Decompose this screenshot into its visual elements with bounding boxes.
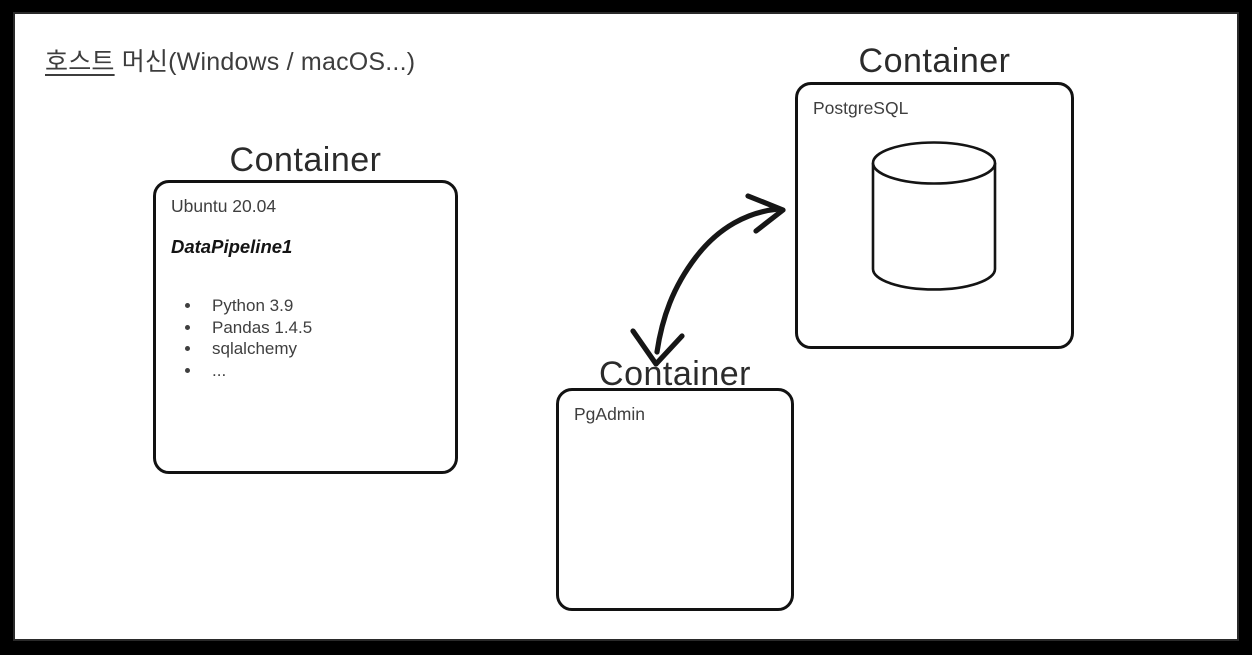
ubuntu-container-box: Ubuntu 20.04 DataPipeline1 Python 3.9 Pa… bbox=[153, 180, 458, 474]
container-title-ubuntu: Container bbox=[229, 141, 382, 179]
list-item: sqlalchemy bbox=[202, 338, 440, 360]
pgadmin-container-box: PgAdmin bbox=[556, 388, 794, 611]
pipeline-name-label: DataPipeline1 bbox=[171, 236, 293, 257]
package-list: Python 3.9 Pandas 1.4.5 sqlalchemy ... bbox=[171, 295, 440, 381]
app-label-postgres: PostgreSQL bbox=[813, 98, 909, 118]
container-title-postgres: Container bbox=[858, 42, 1011, 80]
list-item: Python 3.9 bbox=[202, 295, 440, 317]
host-machine-label: 호스트 머신(Windows / macOS...) bbox=[45, 42, 415, 78]
os-label: Ubuntu 20.04 bbox=[171, 196, 277, 216]
postgres-container-box: PostgreSQL bbox=[795, 82, 1074, 349]
list-item: Pandas 1.4.5 bbox=[202, 317, 440, 339]
host-label-rest: 머신(Windows / macOS...) bbox=[114, 48, 416, 76]
host-label-underlined: 호스트 bbox=[45, 48, 115, 76]
app-label-pgadmin: PgAdmin bbox=[574, 404, 646, 424]
list-item: ... bbox=[202, 360, 440, 382]
